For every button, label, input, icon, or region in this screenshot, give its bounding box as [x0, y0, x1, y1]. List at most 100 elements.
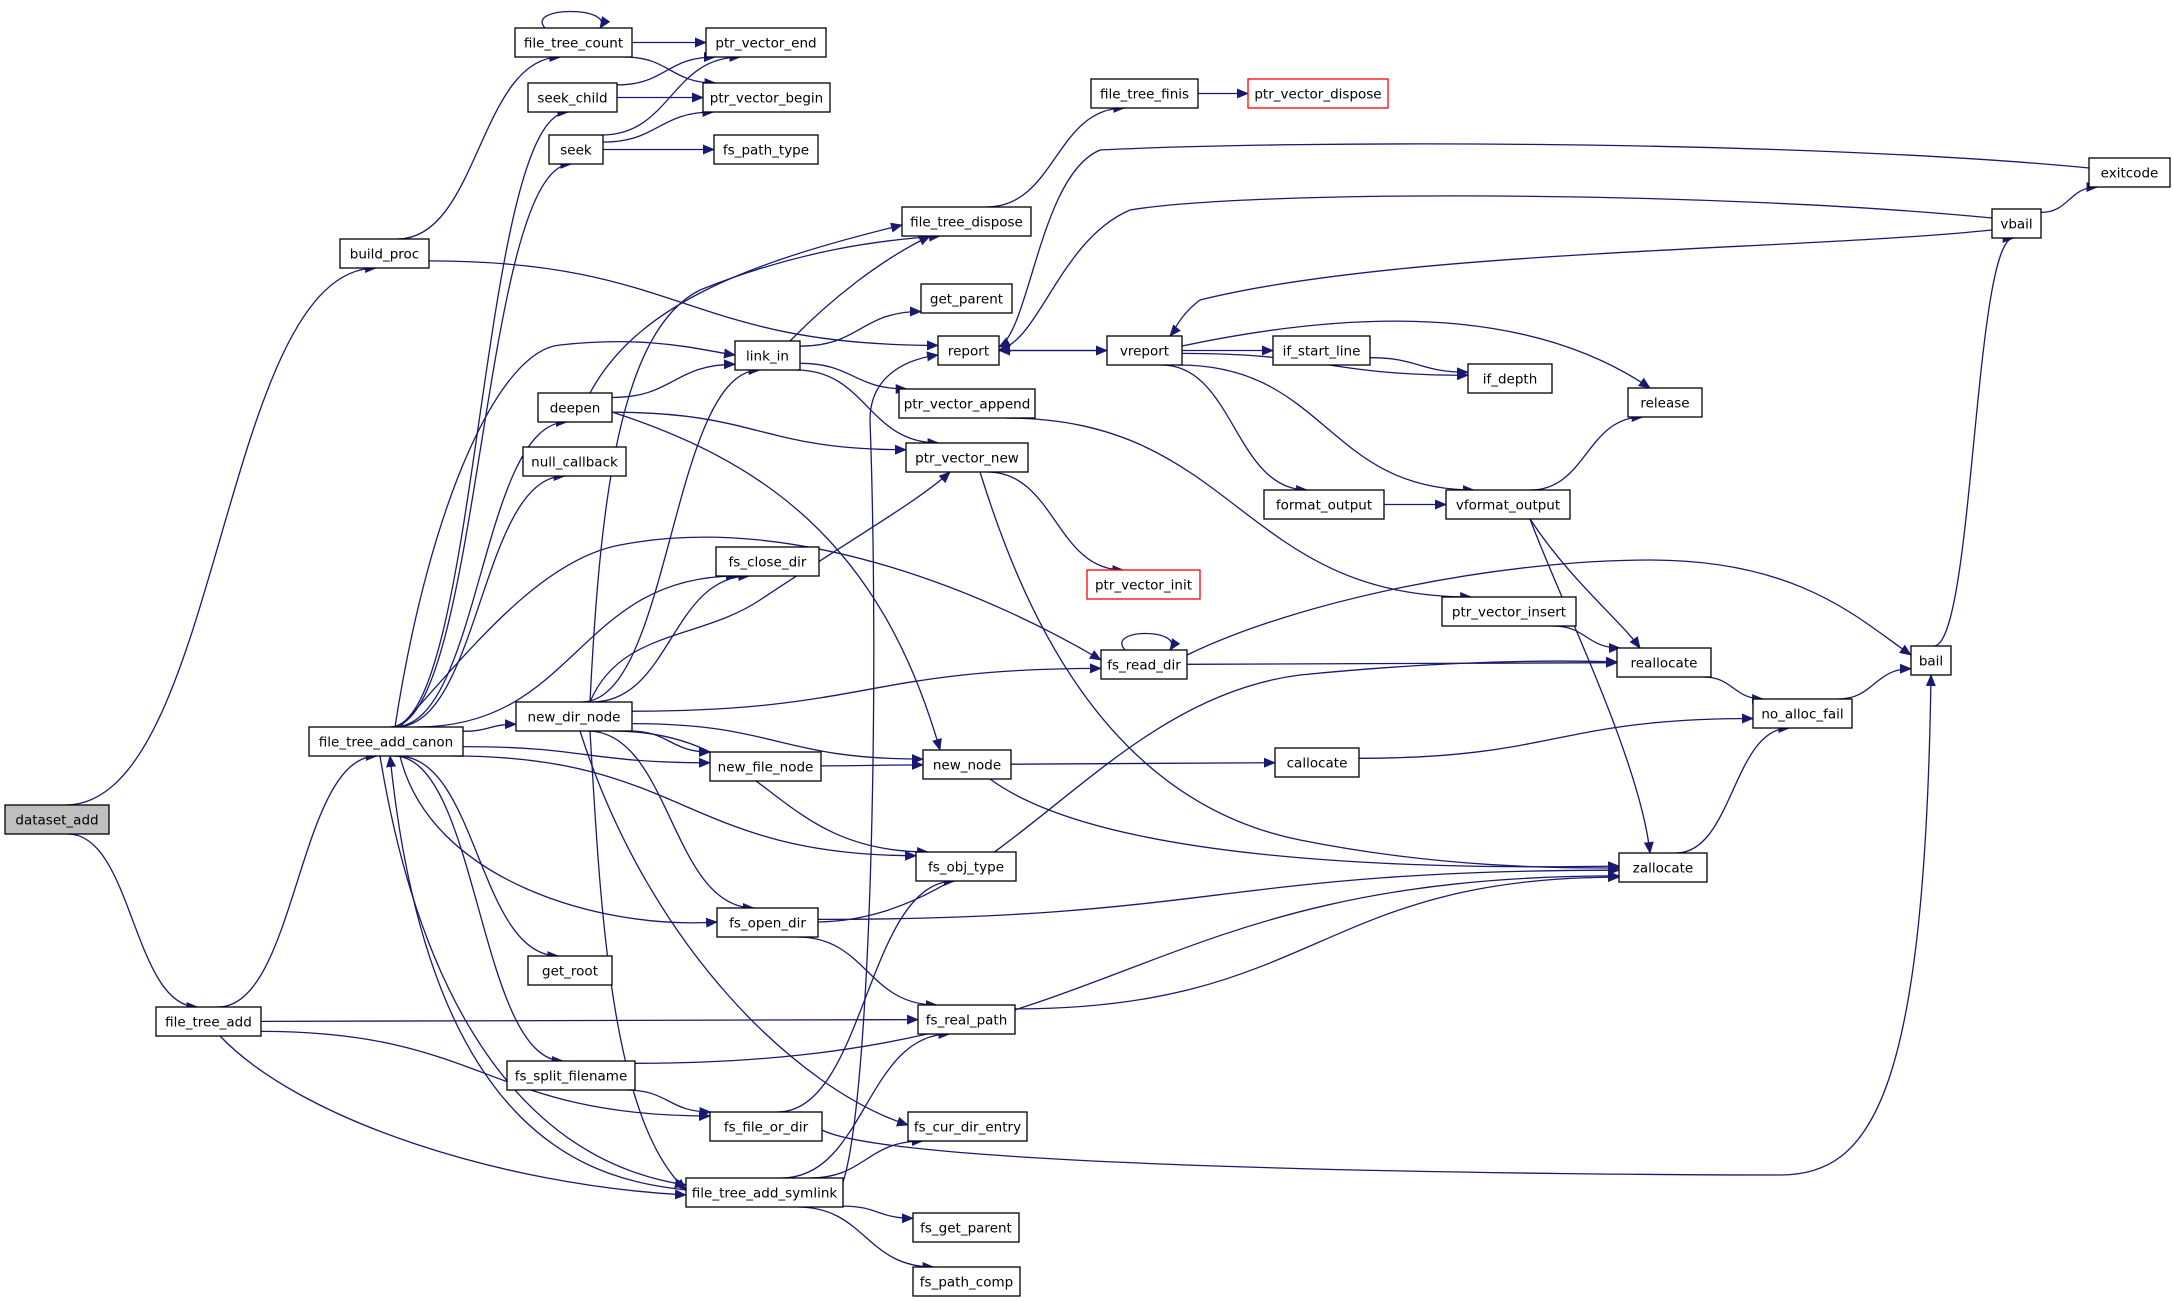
node-box[interactable] — [709, 751, 822, 782]
node-box[interactable] — [527, 82, 618, 113]
node-box[interactable] — [1274, 747, 1360, 778]
node-box[interactable] — [339, 238, 430, 269]
node-box[interactable] — [1445, 489, 1571, 520]
node-box[interactable] — [522, 446, 627, 477]
node-dataset-add[interactable]: dataset_add — [4, 804, 110, 835]
node-if-start-line[interactable]: if_start_line — [1272, 335, 1371, 366]
node-new-file-node[interactable]: new_file_node — [709, 751, 822, 782]
node-vformat-output[interactable]: vformat_output — [1445, 489, 1571, 520]
node-ptr-vector-end[interactable]: ptr_vector_end — [705, 27, 827, 58]
node-ptr-vector-init[interactable]: ptr_vector_init — [1086, 569, 1201, 600]
node-file-tree-add-symlink[interactable]: file_tree_add_symlink — [685, 1177, 844, 1208]
node-new-dir-node[interactable]: new_dir_node — [515, 701, 633, 732]
node-box[interactable] — [1090, 78, 1199, 109]
node-format-output[interactable]: format_output — [1263, 489, 1385, 520]
node-box[interactable] — [685, 1177, 844, 1208]
node-box[interactable] — [915, 851, 1017, 882]
node-box[interactable] — [1910, 645, 1952, 676]
node-box[interactable] — [1086, 569, 1201, 600]
node-file-tree-count[interactable]: file_tree_count — [514, 27, 633, 58]
node-exitcode[interactable]: exitcode — [2088, 157, 2171, 188]
node-box[interactable] — [514, 27, 633, 58]
node-fs-path-comp[interactable]: fs_path_comp — [912, 1266, 1021, 1297]
node-get-parent[interactable]: get_parent — [920, 283, 1013, 314]
node-fs-open-dir[interactable]: fs_open_dir — [716, 907, 819, 938]
node-box[interactable] — [515, 701, 633, 732]
node-box[interactable] — [734, 340, 801, 371]
node-box[interactable] — [4, 804, 110, 835]
node-file-tree-finis[interactable]: file_tree_finis — [1090, 78, 1199, 109]
node-box[interactable] — [506, 1060, 636, 1091]
node-fs-close-dir[interactable]: fs_close_dir — [715, 546, 820, 577]
node-file-tree-dispose[interactable]: file_tree_dispose — [901, 206, 1032, 237]
node-seek-child[interactable]: seek_child — [527, 82, 618, 113]
node-box[interactable] — [1247, 78, 1389, 109]
node-box[interactable] — [905, 442, 1029, 473]
node-box[interactable] — [1100, 649, 1188, 680]
node-box[interactable] — [702, 82, 831, 113]
node-box[interactable] — [920, 283, 1013, 314]
node-reallocate[interactable]: reallocate — [1616, 647, 1712, 678]
node-box[interactable] — [907, 1111, 1028, 1142]
node-box[interactable] — [537, 392, 613, 423]
node-ptr-vector-append[interactable]: ptr_vector_append — [898, 388, 1036, 419]
node-box[interactable] — [713, 134, 819, 165]
node-box[interactable] — [898, 388, 1036, 419]
node-link-in[interactable]: link_in — [734, 340, 801, 371]
node-deepen[interactable]: deepen — [537, 392, 613, 423]
node-box[interactable] — [527, 955, 613, 986]
node-box[interactable] — [1467, 363, 1553, 394]
node-fs-path-type[interactable]: fs_path_type — [713, 134, 819, 165]
node-box[interactable] — [1991, 208, 2042, 239]
node-box[interactable] — [155, 1006, 262, 1037]
node-box[interactable] — [1263, 489, 1385, 520]
node-zallocate[interactable]: zallocate — [1618, 852, 1708, 883]
node-ptr-vector-begin[interactable]: ptr_vector_begin — [702, 82, 831, 113]
node-ptr-vector-insert[interactable]: ptr_vector_insert — [1441, 596, 1577, 627]
node-box[interactable] — [1616, 647, 1712, 678]
node-box[interactable] — [705, 27, 827, 58]
node-fs-split-filename[interactable]: fs_split_filename — [506, 1060, 636, 1091]
node-seek[interactable]: seek — [548, 134, 604, 165]
node-fs-obj-type[interactable]: fs_obj_type — [915, 851, 1017, 882]
node-get-root[interactable]: get_root — [527, 955, 613, 986]
node-fs-get-parent[interactable]: fs_get_parent — [912, 1212, 1020, 1243]
node-box[interactable] — [937, 335, 1000, 366]
node-box[interactable] — [1272, 335, 1371, 366]
node-box[interactable] — [922, 749, 1012, 780]
node-new-node[interactable]: new_node — [922, 749, 1012, 780]
node-report[interactable]: report — [937, 335, 1000, 366]
node-box[interactable] — [1106, 335, 1183, 366]
node-release[interactable]: release — [1627, 387, 1703, 418]
node-fs-read-dir[interactable]: fs_read_dir — [1100, 649, 1188, 680]
node-box[interactable] — [901, 206, 1032, 237]
node-file-tree-add[interactable]: file_tree_add — [155, 1006, 262, 1037]
node-vbail[interactable]: vbail — [1991, 208, 2042, 239]
node-ptr-vector-new[interactable]: ptr_vector_new — [905, 442, 1029, 473]
node-box[interactable] — [1618, 852, 1708, 883]
node-box[interactable] — [308, 726, 464, 757]
node-box[interactable] — [1752, 698, 1853, 729]
node-callocate[interactable]: callocate — [1274, 747, 1360, 778]
node-box[interactable] — [912, 1266, 1021, 1297]
node-fs-cur-dir-entry[interactable]: fs_cur_dir_entry — [907, 1111, 1028, 1142]
node-no-alloc-fail[interactable]: no_alloc_fail — [1752, 698, 1853, 729]
node-fs-file-or-dir[interactable]: fs_file_or_dir — [709, 1111, 823, 1142]
node-box[interactable] — [917, 1004, 1016, 1035]
node-build-proc[interactable]: build_proc — [339, 238, 430, 269]
node-null-callback[interactable]: null_callback — [522, 446, 627, 477]
node-bail[interactable]: bail — [1910, 645, 1952, 676]
node-if-depth[interactable]: if_depth — [1467, 363, 1553, 394]
node-box[interactable] — [548, 134, 604, 165]
node-fs-real-path[interactable]: fs_real_path — [917, 1004, 1016, 1035]
node-file-tree-add-canon[interactable]: file_tree_add_canon — [308, 726, 464, 757]
node-box[interactable] — [709, 1111, 823, 1142]
node-ptr-vector-dispose[interactable]: ptr_vector_dispose — [1247, 78, 1389, 109]
node-box[interactable] — [715, 546, 820, 577]
node-box[interactable] — [1627, 387, 1703, 418]
node-box[interactable] — [716, 907, 819, 938]
node-box[interactable] — [1441, 596, 1577, 627]
node-box[interactable] — [912, 1212, 1020, 1243]
node-box[interactable] — [2088, 157, 2171, 188]
node-vreport[interactable]: vreport — [1106, 335, 1183, 366]
